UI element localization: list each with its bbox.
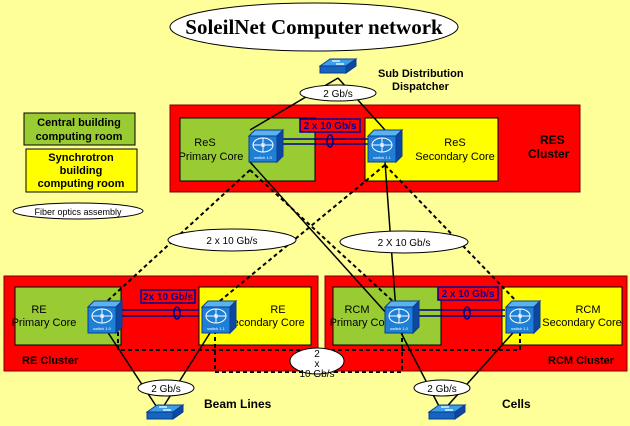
rcm-primary-switch-icon: N switch 1.0 — [383, 299, 421, 335]
legend-fiber-label: Fiber optics assembly — [34, 207, 122, 217]
sub-distribution-switch-icon — [318, 58, 358, 74]
rcm-secondary-label-1: RCM — [575, 304, 600, 316]
rcm-link-badge — [437, 286, 499, 301]
res-secondary-label-2: Secondary Core — [415, 151, 495, 163]
res-link-badge — [299, 118, 361, 133]
legend-fiber-ellipse — [12, 202, 144, 220]
res-primary-switch-icon: N switch 1.0 — [247, 128, 285, 164]
legend-synchrotron-line-3: computing room — [38, 178, 125, 190]
re-primary-label-2: Primary Core — [12, 317, 77, 329]
beam-lines-switch-icon — [145, 404, 185, 420]
left-uplink-label: 2 x 10 Gb/s — [206, 236, 257, 247]
core-bundles — [121, 134, 505, 320]
page-title: SoleilNet Computer network — [185, 15, 443, 39]
rcm-cluster-label: RCM Cluster — [548, 355, 615, 367]
right-uplink-ellipse — [339, 230, 469, 254]
res-cluster-label-2: Cluster — [528, 147, 570, 161]
rcm-link-label: 2 x 10 Gb/s — [442, 289, 495, 300]
rcm-secondary-label-2: Secondary Core — [542, 317, 622, 329]
cells-link-label: 2 Gb/s — [427, 384, 456, 395]
res-secondary-switch-id: switch 1.1 — [373, 155, 392, 160]
cells-switch-icon — [427, 404, 467, 420]
rcm-primary-label-1: RCM — [344, 304, 369, 316]
re-secondary-switch-icon: N switch 1.1 — [200, 299, 238, 335]
res-primary-switch-n: N — [261, 143, 265, 149]
res-cluster-label-1: RES — [540, 133, 565, 147]
re-primary-switch-icon: N switch 1.0 — [86, 299, 124, 335]
title-ellipse — [169, 2, 459, 52]
res-link-label: 2 x 10 Gb/s — [304, 121, 357, 132]
legend-central-line-2: computing room — [36, 131, 123, 143]
rcm-primary-label-2: Primary Core — [330, 317, 395, 329]
re-primary-switch-id: switch 1.0 — [93, 326, 112, 331]
cross-link-label-1: 2 — [314, 349, 320, 360]
rcm-primary-switch-n: N — [397, 314, 401, 320]
right-uplink-label: 2 X 10 Gb/s — [378, 238, 431, 249]
cells-link-ellipse — [413, 379, 471, 397]
legend-central-box — [23, 112, 136, 146]
beam-lines-label: Beam Lines — [204, 397, 272, 411]
cross-link-label-2: x — [315, 359, 320, 370]
sub-distribution-link-ellipse — [299, 84, 377, 102]
res-secondary-label-1: ReS — [444, 137, 465, 149]
rcm-secondary-switch-id: switch 1.1 — [511, 326, 530, 331]
rcm-secondary-switch-icon: N switch 1.1 — [504, 299, 542, 335]
re-primary-label-1: RE — [31, 304, 46, 316]
res-primary-label-1: ReS — [194, 137, 215, 149]
cross-link-ellipse — [289, 347, 345, 375]
legend-central-line-1: Central building — [37, 117, 121, 129]
legend-synchrotron-line-2: building — [60, 165, 103, 177]
legend-synchrotron-box — [25, 148, 138, 193]
re-primary-switch-n: N — [100, 314, 104, 320]
sub-distribution-link-label: 2 Gb/s — [323, 89, 352, 100]
re-cluster-label: RE Cluster — [22, 355, 79, 367]
re-link-badge — [140, 289, 196, 304]
res-primary-box — [179, 117, 316, 182]
beam-lines-link-label: 2 Gb/s — [151, 384, 180, 395]
res-primary-label-2: Primary Core — [179, 151, 244, 163]
re-secondary-label-2: Secondary Core — [225, 317, 305, 329]
solid-links — [102, 77, 521, 413]
res-primary-switch-id: switch 1.0 — [254, 155, 273, 160]
cells-label: Cells — [502, 397, 531, 411]
res-secondary-switch-n: N — [380, 143, 384, 149]
rcm-primary-switch-id: switch 1.0 — [390, 326, 409, 331]
left-uplink-ellipse — [167, 228, 297, 252]
sub-distribution-label-1: Sub Distribution — [378, 68, 464, 80]
beam-lines-link-ellipse — [137, 379, 195, 397]
re-secondary-label-1: RE — [270, 304, 285, 316]
res-secondary-switch-icon: N switch 1.1 — [366, 128, 404, 164]
cross-link-label-3: 10 Gb/s — [299, 369, 334, 380]
legend-synchrotron-line-1: Synchrotron — [48, 152, 114, 164]
sub-distribution-label-2: Dispatcher — [392, 81, 450, 93]
re-secondary-switch-id: switch 1.1 — [207, 326, 226, 331]
rcm-secondary-switch-n: N — [518, 314, 522, 320]
re-link-label: 2x 10 Gb/s — [143, 292, 193, 303]
re-secondary-switch-n: N — [214, 314, 218, 320]
